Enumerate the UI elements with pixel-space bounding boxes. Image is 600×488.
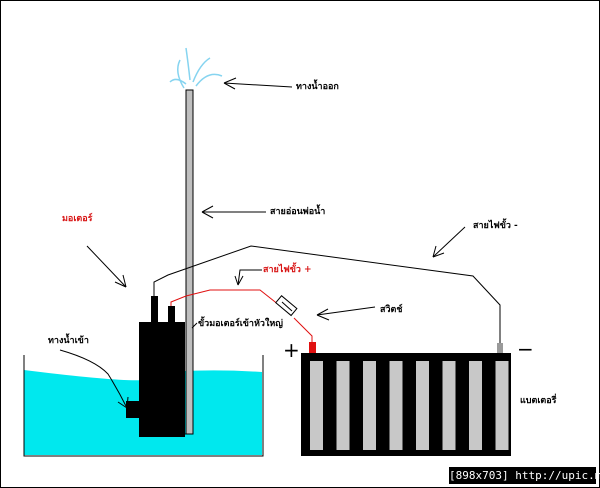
switch bbox=[275, 295, 298, 317]
label-motor: มอเตอร์ bbox=[62, 214, 93, 224]
battery-cell bbox=[336, 361, 350, 450]
arrow-switch bbox=[316, 306, 376, 316]
arrow-negative-wire bbox=[432, 226, 466, 258]
arrow-positive-wire bbox=[237, 269, 262, 286]
positive-wire bbox=[170, 289, 280, 306]
image-credit: [898x703] http://upic.me/ bbox=[449, 467, 600, 484]
battery-cell bbox=[469, 361, 482, 450]
battery-cell bbox=[310, 361, 323, 450]
callout-arrows bbox=[59, 77, 466, 409]
arrow-terminals bbox=[191, 322, 198, 329]
battery-cell bbox=[389, 361, 403, 450]
label-positive-wire: สายไฟขั้ว + bbox=[263, 265, 312, 275]
water-spray bbox=[169, 47, 223, 89]
motor-unit bbox=[126, 296, 185, 437]
minus-sign: − bbox=[517, 337, 534, 361]
motor-terminal-right bbox=[168, 306, 175, 322]
arrow-water-out bbox=[223, 82, 293, 88]
battery-cell bbox=[416, 361, 429, 450]
arrow-water-in bbox=[59, 349, 128, 409]
label-battery: แบตเตอรี่ bbox=[520, 396, 557, 406]
battery-cell bbox=[495, 361, 509, 450]
arrow-motor bbox=[86, 245, 127, 288]
battery-cells bbox=[310, 361, 509, 450]
positive-wire-to-battery bbox=[293, 317, 313, 343]
label-negative-wire: สายไฟขั้ว - bbox=[473, 221, 518, 231]
battery-cell bbox=[442, 361, 456, 450]
motor-body bbox=[139, 322, 185, 437]
motor-intake bbox=[126, 401, 140, 418]
water-tank bbox=[23, 355, 264, 457]
label-water-out: ทางน้ำออก bbox=[296, 82, 339, 92]
outlet-pipe bbox=[185, 89, 194, 435]
battery-cell bbox=[363, 361, 376, 450]
motor-terminal-left bbox=[151, 296, 158, 322]
label-pipe: สายอ่อนพ่อน้ำ bbox=[270, 207, 326, 217]
negative-terminal bbox=[497, 343, 503, 353]
label-water-in: ทางน้ำเข้า bbox=[48, 336, 89, 346]
positive-terminal bbox=[309, 342, 316, 354]
label-switch: สวิตช์ bbox=[380, 305, 403, 315]
negative-wire bbox=[153, 245, 501, 343]
label-terminals-note: ขั้วมอเตอร์เข้าหัวใหญ่ bbox=[198, 319, 283, 329]
plus-sign: + bbox=[283, 338, 300, 362]
